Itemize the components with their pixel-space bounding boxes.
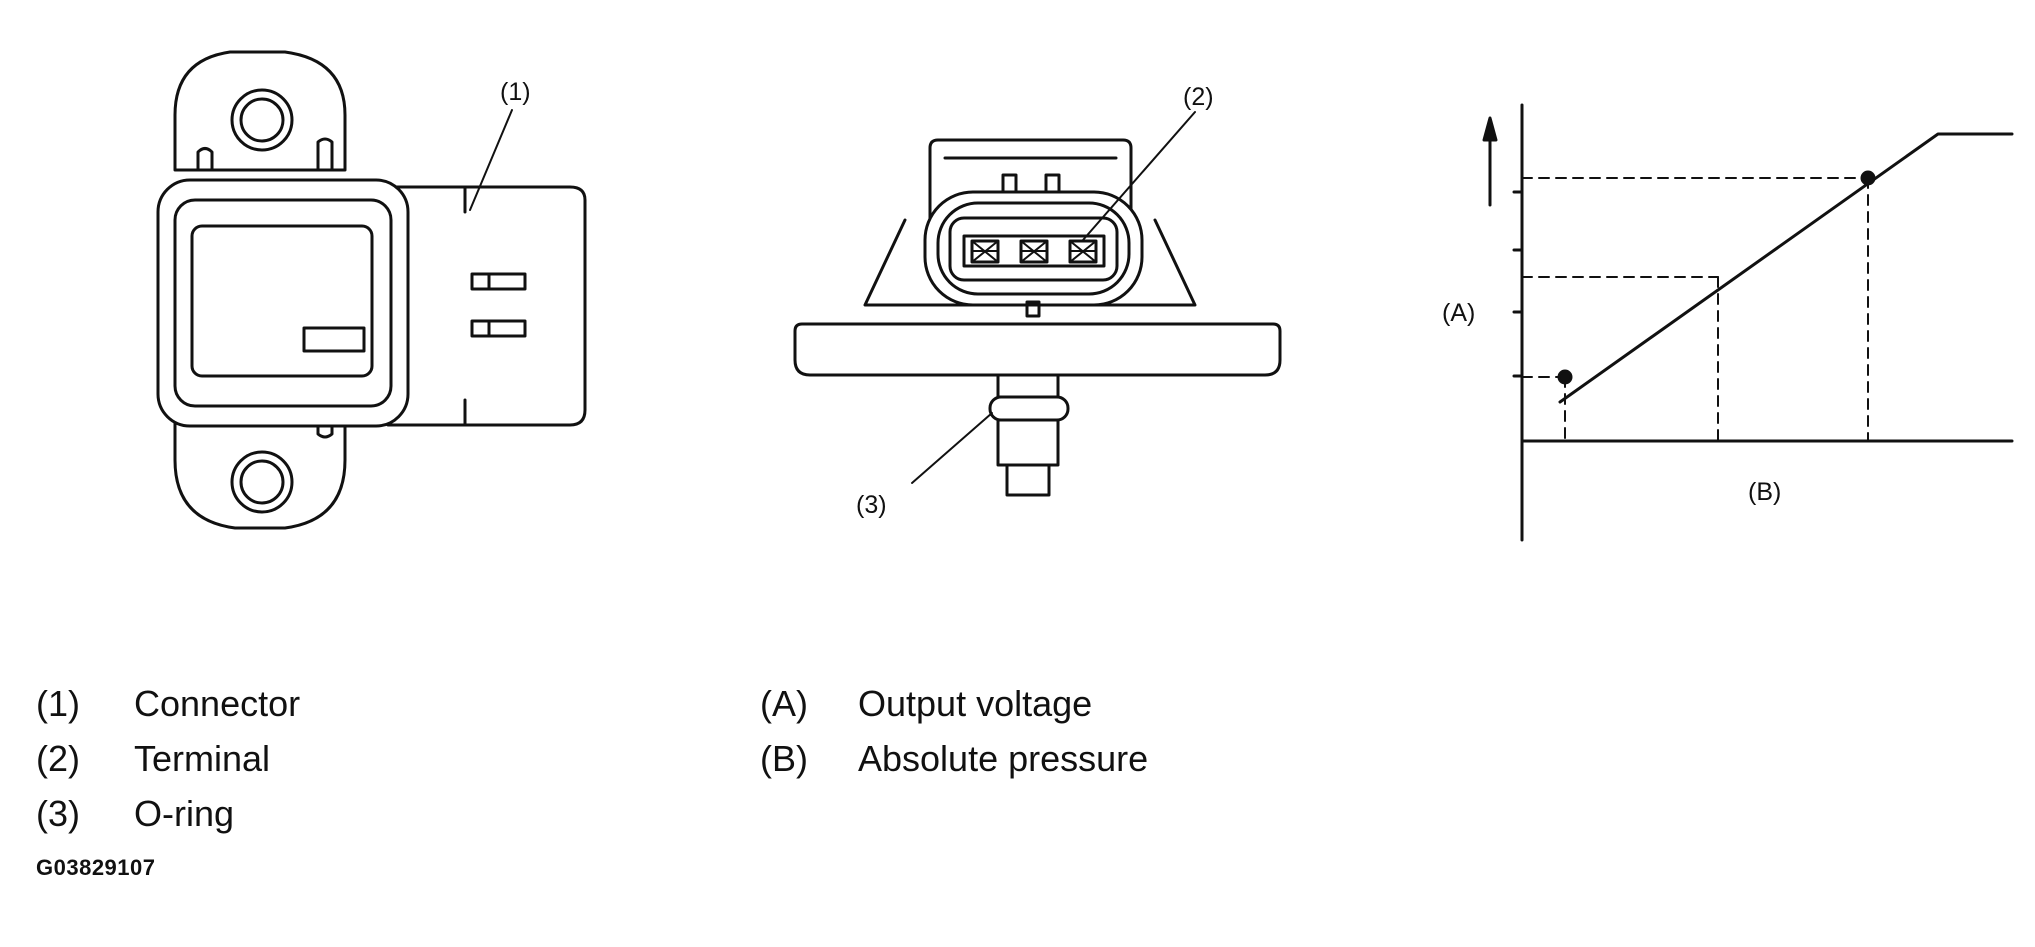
- base-flange: [793, 322, 1282, 377]
- connector-housing: [386, 185, 587, 427]
- sensor-body: [156, 178, 410, 428]
- callout-terminal: (2): [1183, 83, 1214, 111]
- callout-connector: (1): [500, 78, 531, 106]
- callout-line-oring: [911, 412, 993, 484]
- legend-text: Absolute pressure: [858, 738, 1149, 779]
- legend-item-output-voltage: (A) Output voltage: [760, 686, 1092, 722]
- legend-num: (A): [760, 683, 808, 724]
- legend-num: (2): [36, 738, 80, 779]
- figure-id: G03829107: [36, 855, 156, 880]
- callout-oring: (3): [856, 491, 887, 519]
- o-ring: [988, 395, 1070, 422]
- legend-num: (3): [36, 793, 80, 834]
- mounting-flange: [173, 50, 347, 172]
- mount-hole-top: [230, 88, 294, 152]
- graph-point-high: [1860, 170, 1876, 186]
- legend-num: (B): [760, 738, 808, 779]
- legend-item-absolute-pressure: (B) Absolute pressure: [760, 741, 1148, 777]
- legend-item-oring: (3) O-ring: [36, 796, 234, 832]
- sensor-side-view: [156, 50, 587, 530]
- legend-text: Terminal: [134, 738, 271, 779]
- graph-point-low: [1557, 369, 1573, 385]
- graph-y-label: (A): [1442, 299, 1475, 327]
- legend-text: O-ring: [134, 793, 235, 834]
- sensor-front-view: [793, 111, 1282, 497]
- mount-hole-bottom: [230, 450, 294, 514]
- legend-text: Output voltage: [858, 683, 1093, 724]
- callout-line-terminal: [1082, 111, 1196, 241]
- characteristic-line: [1558, 132, 2014, 404]
- legend-item-terminal: (2) Terminal: [36, 741, 270, 777]
- callout-line-connector: [469, 109, 513, 211]
- graph-x-label: (B): [1748, 478, 1781, 506]
- legend-item-connector: (1) Connector: [36, 686, 300, 722]
- legend-text: Connector: [134, 683, 301, 724]
- legend-num: (1): [36, 683, 80, 724]
- output-graph: [1482, 103, 2014, 542]
